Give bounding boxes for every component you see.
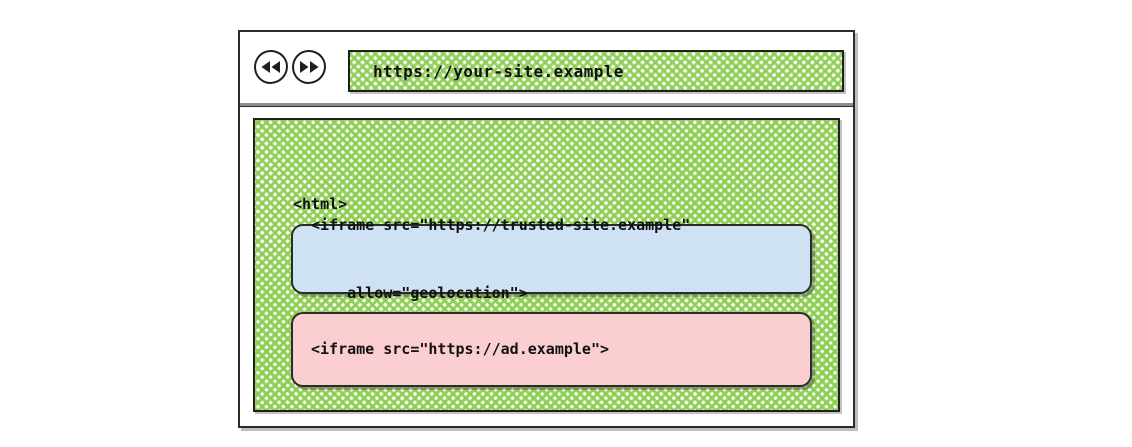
trusted-iframe-line-1: <iframe src="https://trusted-site.exampl…: [311, 216, 691, 234]
ad-iframe-line-1: <iframe src="https://ad.example">: [311, 340, 610, 359]
page-viewport: <html> // your-site.example code <iframe…: [253, 118, 840, 412]
trusted-iframe-line-2: allow="geolocation">: [311, 283, 528, 302]
rewind-icon: [260, 60, 282, 74]
back-button[interactable]: [254, 50, 288, 84]
ad-iframe-code: <iframe src="https://ad.example">: [311, 293, 609, 406]
url-text[interactable]: https://your-site.example: [373, 61, 624, 81]
browser-window: https://your-site.example <html> // your…: [238, 30, 855, 428]
fast-forward-icon: [298, 60, 320, 74]
toolbar-divider: [240, 103, 853, 107]
forward-button[interactable]: [292, 50, 326, 84]
browser-toolbar: https://your-site.example: [240, 32, 853, 103]
trusted-site-iframe[interactable]: <iframe src="https://trusted-site.exampl…: [291, 216, 812, 302]
trusted-site-iframe-code: <iframe src="https://trusted-site.exampl…: [311, 169, 690, 349]
code-line-html-open: <html>: [293, 194, 348, 213]
url-bar[interactable]: https://your-site.example: [348, 50, 844, 92]
ad-iframe[interactable]: <iframe src="https://ad.example">: [291, 312, 812, 387]
